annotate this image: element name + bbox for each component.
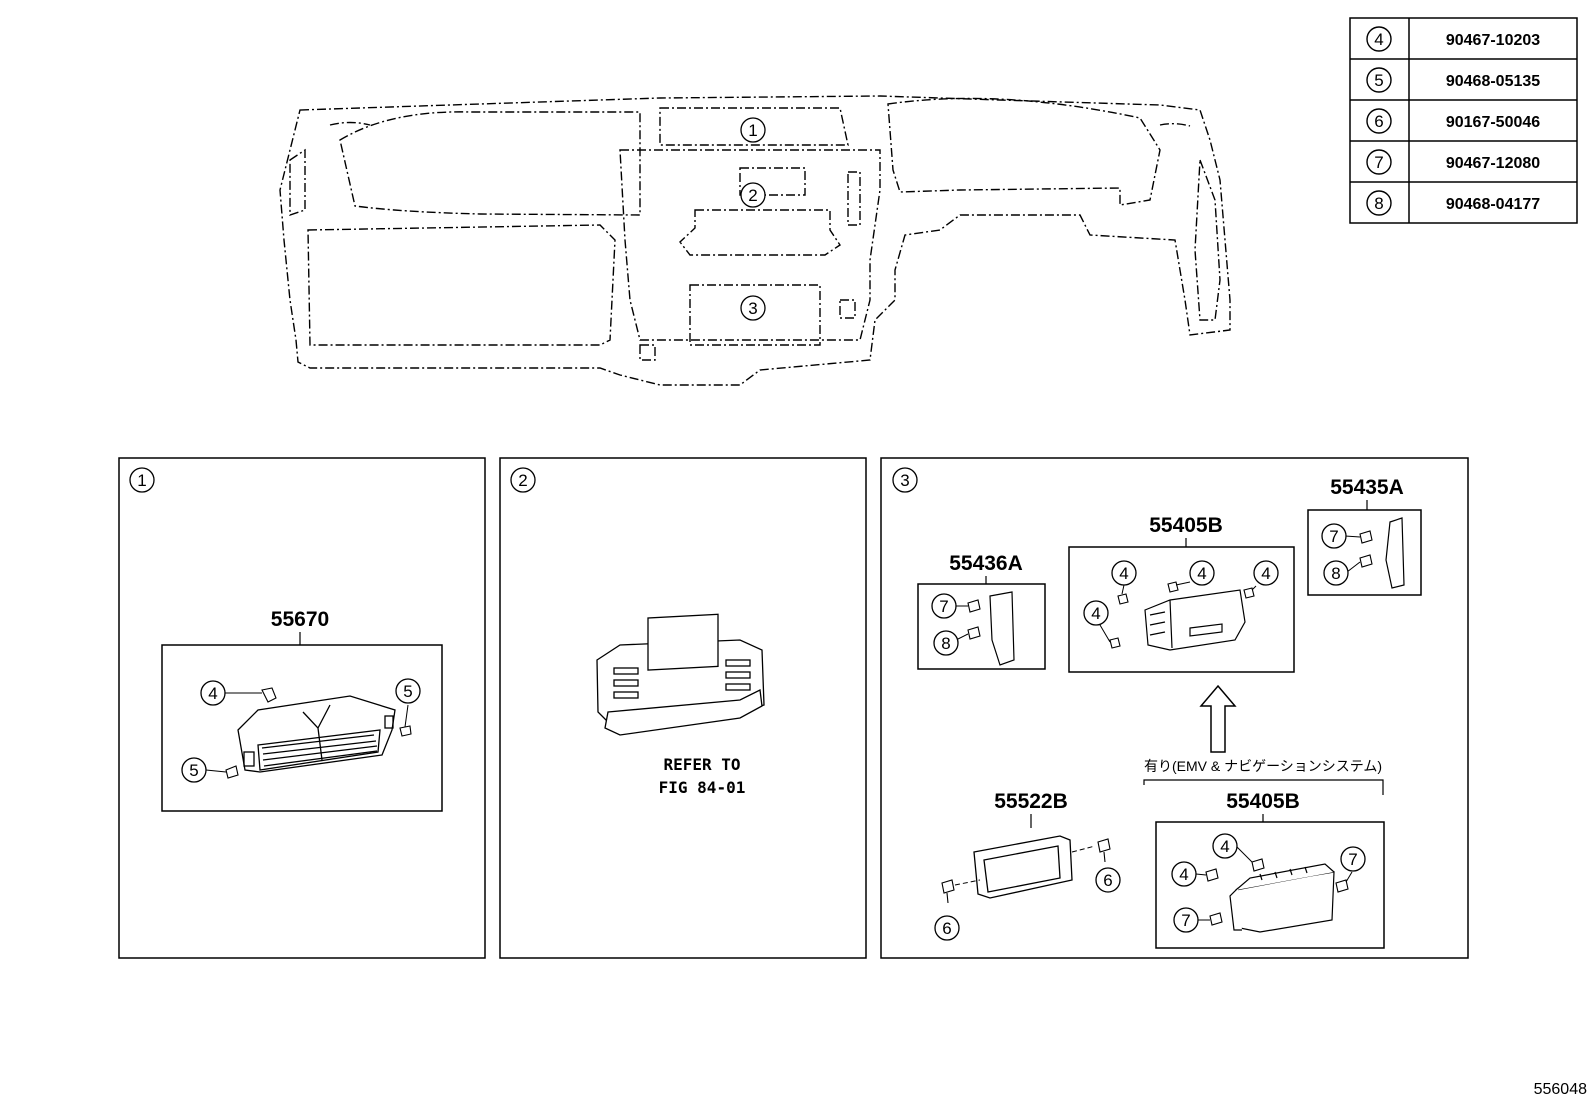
overview-callouts: 1 2 3 <box>740 117 766 321</box>
clip-icon <box>1251 858 1265 872</box>
callout-6: 6 <box>942 919 951 938</box>
table-part-number: 90167-50046 <box>1446 114 1540 131</box>
table-part-number: 90468-04177 <box>1446 196 1540 213</box>
refer-note-line1: REFER TO <box>663 755 740 774</box>
table-row: 4 90467-10203 <box>1366 26 1540 52</box>
dashboard-outline <box>279 95 1231 386</box>
callout-7: 7 <box>1181 911 1190 930</box>
callout-4: 4 <box>1197 564 1206 583</box>
table-row: 7 90467-12080 <box>1366 149 1540 175</box>
callout-4: 4 <box>1179 865 1188 884</box>
condition-bracket <box>1143 779 1384 795</box>
part-number-table: 4 90467-10203 5 90468-05135 6 90167-5004… <box>1349 17 1578 224</box>
clip-icon <box>1335 879 1349 893</box>
trim-panel-icon <box>989 591 1015 666</box>
condition-note: 有り(EMV & ナビゲーションシステム) <box>1144 758 1382 774</box>
part-55436a-label: 55436A <box>949 552 1023 575</box>
center-vent-icon <box>237 695 396 773</box>
callout-7: 7 <box>939 597 948 616</box>
clip-icon <box>967 599 981 613</box>
table-row: 6 90167-50046 <box>1366 108 1540 134</box>
refer-note-line2: FIG 84-01 <box>659 778 746 797</box>
panel-1-index: 1 <box>137 471 146 490</box>
arrow-up-icon <box>1199 684 1237 753</box>
callout-5: 5 <box>403 682 412 701</box>
panel-1: 1 55670 4 5 5 <box>118 457 486 959</box>
trim-panel-icon <box>1385 517 1405 589</box>
callout-8: 8 <box>1331 564 1340 583</box>
part-55405b-top-label: 55405B <box>1149 514 1223 537</box>
panel-2-index: 2 <box>518 471 527 490</box>
callout-4: 4 <box>1220 837 1229 856</box>
clip-icon <box>1359 554 1373 568</box>
callout-8: 8 <box>941 634 950 653</box>
callout-3: 3 <box>748 299 757 318</box>
table-row: 5 90468-05135 <box>1366 67 1540 93</box>
table-ref: 4 <box>1374 30 1383 49</box>
callout-4: 4 <box>1091 604 1100 623</box>
callout-4: 4 <box>1261 564 1270 583</box>
part-55436a-group: 55436A 7 8 <box>917 552 1046 670</box>
table-part-number: 90467-12080 <box>1446 155 1540 172</box>
panel-2: 2 REFER TO FIG 84-01 <box>499 457 867 959</box>
panel-3: 3 55436A 7 8 55405B <box>880 457 1469 959</box>
table-part-number: 90468-05135 <box>1446 73 1540 90</box>
switch-bezel-icon <box>1229 863 1335 933</box>
table-row: 8 90468-04177 <box>1366 190 1540 216</box>
callout-5: 5 <box>189 761 198 780</box>
part-55522b-label: 55522B <box>994 790 1068 813</box>
navigation-display-icon <box>596 613 765 736</box>
part-55670-label: 55670 <box>271 608 329 631</box>
part-55435a-group: 55435A 7 8 <box>1307 476 1422 596</box>
callout-2: 2 <box>748 186 757 205</box>
part-55435a-label: 55435A <box>1330 476 1404 499</box>
clip-icon <box>1109 637 1121 649</box>
clip-icon <box>1209 912 1223 926</box>
callout-7: 7 <box>1348 850 1357 869</box>
clip-icon <box>1243 587 1255 599</box>
clip-icon <box>1359 530 1373 544</box>
part-55405b-bottom-label: 55405B <box>1226 790 1300 813</box>
clip-icon <box>967 626 981 640</box>
table-ref: 7 <box>1374 153 1383 172</box>
screw-icon <box>941 879 955 904</box>
table-part-number: 90467-10203 <box>1446 32 1540 49</box>
panel-3-index: 3 <box>900 471 909 490</box>
part-55522b-group: 55522B 6 6 <box>934 790 1121 941</box>
screw-icon <box>1097 838 1111 863</box>
part-55405b-top-group: 55405B 4 4 4 4 <box>1068 514 1295 673</box>
callout-4: 4 <box>1119 564 1128 583</box>
table-ref: 5 <box>1374 71 1383 90</box>
table-ref: 8 <box>1374 194 1383 213</box>
callout-7: 7 <box>1329 527 1338 546</box>
table-ref: 6 <box>1374 112 1383 131</box>
part-55405b-bottom-group: 55405B 4 4 7 7 <box>1155 790 1385 949</box>
panel-frame-icon <box>973 835 1073 899</box>
clip-icon <box>1205 868 1219 882</box>
callout-6: 6 <box>1103 871 1112 890</box>
switch-bezel-icon <box>1144 589 1246 651</box>
clip-icon <box>1167 581 1179 593</box>
callout-1: 1 <box>748 121 757 140</box>
callout-4: 4 <box>208 684 217 703</box>
clip-icon <box>225 687 412 779</box>
figure-id: 556048 <box>1534 1081 1587 1098</box>
clip-icon <box>1117 593 1129 605</box>
